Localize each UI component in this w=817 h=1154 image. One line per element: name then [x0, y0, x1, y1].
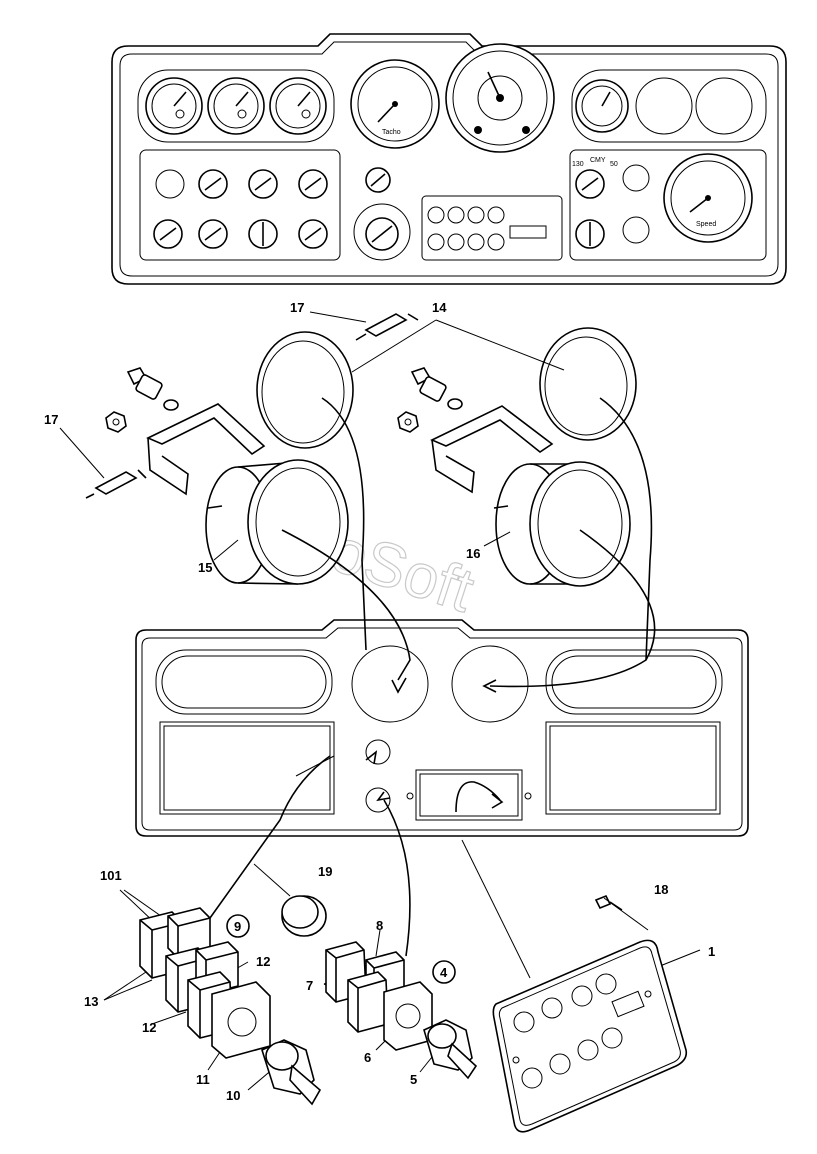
callout-11: 11 [196, 1072, 210, 1087]
speedometer-gauge [445, 43, 555, 153]
callout-4: 4 [440, 965, 448, 980]
assembled-dashboard: Tacho [111, 33, 787, 285]
switch-bank-right: 130 CMY 50 Speed [572, 153, 753, 249]
push-button-19 [281, 895, 327, 937]
switch-scale-right: 50 [610, 161, 618, 168]
switch-stack-right [325, 941, 478, 1080]
gauge-left-3 [269, 77, 327, 135]
callout-labels: 17 14 17 15 16 101 19 18 9 12 8 4 1 13 7… [44, 300, 715, 1103]
circle-marker-9 [226, 914, 250, 938]
callout-18: 18 [654, 882, 668, 897]
callout-12-upper: 12 [256, 954, 270, 969]
switch-scale-left: 130 [572, 161, 584, 168]
switch-stack-left [139, 907, 322, 1106]
callout-13: 13 [84, 994, 98, 1009]
callout-8: 8 [376, 918, 383, 933]
callout-10: 10 [226, 1088, 240, 1103]
switch-scale-label: CMY [590, 157, 606, 164]
screw-18 [594, 894, 623, 911]
gauge-left-1 [145, 77, 203, 135]
callout-17-top: 17 [290, 300, 304, 315]
gauge-right-blank-2 [695, 77, 753, 135]
callout-leaders-top [59, 311, 565, 561]
right-gauge-assembly [397, 327, 637, 587]
callout-9: 9 [234, 919, 241, 934]
callout-5: 5 [410, 1072, 417, 1087]
callout-101: 101 [100, 868, 122, 883]
gauge-right-fuel [575, 79, 629, 133]
fuse-clip-top [355, 313, 419, 341]
callout-19: 19 [318, 864, 332, 879]
ignition-bezel [353, 203, 411, 261]
callout-16: 16 [466, 546, 480, 561]
gauge-left-2 [207, 77, 265, 135]
callout-17-left: 17 [44, 412, 58, 427]
speed-gauge-small: Speed [663, 153, 753, 243]
switch-bank-left [153, 169, 328, 249]
callout-12-lower: 12 [142, 1020, 156, 1035]
tachometer-gauge: Tacho [350, 59, 440, 149]
gauge-right-blank-1 [635, 77, 693, 135]
callout-14: 14 [432, 300, 447, 315]
callout-15: 15 [198, 560, 212, 575]
callout-7: 7 [306, 978, 313, 993]
circle-marker-4 [432, 960, 456, 984]
callout-6: 6 [364, 1050, 371, 1065]
callout-leaders-bottom [103, 755, 701, 1091]
dashboard-housing [135, 619, 749, 837]
speed-gauge-label: Speed [696, 221, 716, 228]
indicator-panel-1 [492, 939, 688, 1133]
callout-1: 1 [708, 944, 715, 959]
tachometer-label: Tacho [382, 129, 401, 136]
indicator-panel [421, 195, 563, 261]
